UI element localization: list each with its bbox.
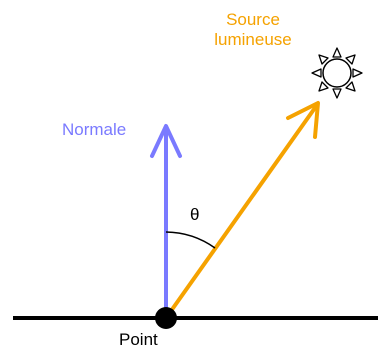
angle-label: θ — [190, 205, 200, 224]
sun-icon — [311, 47, 363, 99]
angle-arc — [165, 231, 216, 249]
normal-arrow — [150, 124, 182, 320]
light-ray-arrow — [164, 101, 320, 320]
light-source-label-line2: lumineuse — [214, 30, 292, 49]
light-source-label: Source lumineuse — [205, 10, 301, 50]
light-source-label-line1: Source — [226, 10, 280, 29]
normal-label: Normale — [62, 120, 127, 139]
point-label: Point — [119, 330, 158, 349]
point-dot — [155, 307, 177, 329]
